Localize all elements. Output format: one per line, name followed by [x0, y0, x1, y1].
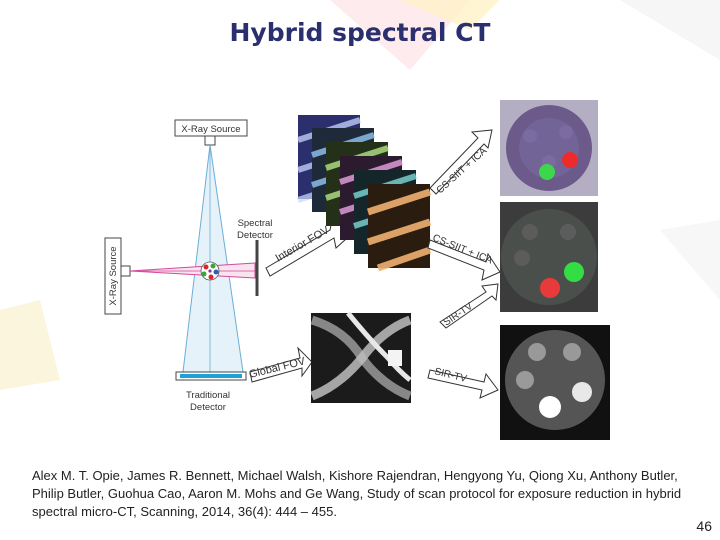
svg-text:CS-SIIT + ICA: CS-SIIT + ICA: [435, 145, 490, 196]
spectral-projection-stack: [297, 115, 432, 272]
reconstruction-image-bottom: [500, 325, 610, 440]
page-number: 46: [696, 518, 712, 534]
algorithm-arrow-middle: CS-SIIT + ICA: [427, 233, 501, 281]
traditional-detector-label-2: Detector: [190, 402, 226, 413]
algorithm-arrow-bottom: SIR-TV: [427, 366, 499, 399]
algorithm-arrow-top: CS-SIIT + ICA: [429, 129, 493, 196]
algorithm-arrow-lower: SIR-TV: [439, 283, 499, 329]
traditional-detector-label: Traditional: [186, 390, 230, 401]
svg-text:SIR-TV: SIR-TV: [442, 301, 476, 329]
spectral-detector-label: Spectral: [238, 218, 273, 229]
citation-text: Alex M. T. Opie, James R. Bennett, Micha…: [32, 468, 682, 519]
hybrid-ct-diagram: X-Ray Source X-Ray Source Spectral Detec…: [104, 100, 610, 440]
spectral-detector-label-2: Detector: [237, 230, 273, 241]
reconstruction-image-top: [500, 100, 598, 196]
global-fov-arrow: Global FOV: [248, 346, 313, 383]
global-sinogram: [310, 311, 412, 403]
global-cone-beam: [182, 144, 244, 373]
xray-source-top-label: X-Ray Source: [181, 124, 240, 135]
phantom-object: [200, 261, 220, 281]
reconstruction-image-middle: [500, 202, 598, 312]
svg-text:Global FOV: Global FOV: [248, 355, 307, 381]
interior-beam: [129, 262, 256, 279]
xray-source-left-label: X-Ray Source: [108, 246, 119, 305]
traditional-detector-bar: [180, 374, 242, 378]
slide-title: Hybrid spectral CT: [229, 18, 491, 47]
